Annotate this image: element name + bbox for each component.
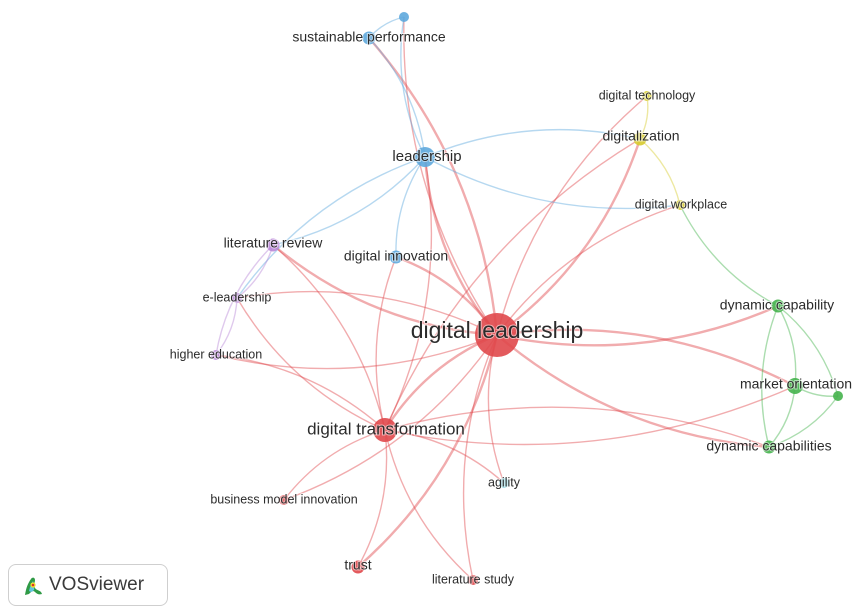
edge-digital-transformation-leadership xyxy=(384,156,433,431)
vosviewer-badge: VOSviewer xyxy=(8,564,168,606)
node-dynamic-capabilities[interactable] xyxy=(762,440,776,454)
label-dynamic-capabilities: dynamic capabilities xyxy=(706,438,831,454)
edge-digital-leadership-trust xyxy=(357,334,499,568)
edge-digital-leadership-digital-technology xyxy=(496,95,648,336)
edge-digital-transformation-literature-review xyxy=(272,244,386,431)
edge-leadership-unlabeled-blue-node xyxy=(400,16,426,158)
label-leadership: leadership xyxy=(392,148,461,165)
label-digital-technology: digital technology xyxy=(599,88,696,102)
edge-digital-transformation-dynamic-capabilities xyxy=(384,406,770,448)
node-dynamic-capability[interactable] xyxy=(771,299,785,313)
node-market-orientation[interactable] xyxy=(787,378,803,394)
label-literature-study: literature study xyxy=(432,572,515,586)
edge-digital-leadership-literature-study xyxy=(462,334,498,581)
edge-dynamic-capability-market-orientation xyxy=(777,305,797,387)
node-sustainable-performance[interactable] xyxy=(362,31,376,45)
node-unlabeled-blue-node[interactable] xyxy=(399,12,409,22)
edge-e-leadership-higher-education xyxy=(215,297,238,356)
label-dynamic-capability: dynamic capability xyxy=(720,297,834,313)
edge-leadership-e-leadership xyxy=(236,156,426,299)
edge-digital-transformation-agility xyxy=(384,429,505,484)
label-higher-education: higher education xyxy=(170,347,262,361)
edge-dynamic-capability-unlabeled-green-node xyxy=(777,305,839,397)
node-literature-study[interactable] xyxy=(468,575,478,585)
edge-digital-leadership-dynamic-capabilities xyxy=(496,334,770,449)
node-digitalization[interactable] xyxy=(633,132,647,146)
edge-digital-leadership-e-leadership xyxy=(236,290,498,336)
edge-digital-transformation-higher-education xyxy=(215,354,386,431)
edge-leadership-digital-innovation xyxy=(395,156,426,258)
edge-leadership-literature-review xyxy=(272,156,426,246)
edge-leadership-digitalization xyxy=(424,128,641,158)
edge-digital-leadership-sustainable-performance xyxy=(368,37,499,336)
node-unlabeled-green-node[interactable] xyxy=(833,391,843,401)
label-market-orientation: market orientation xyxy=(740,376,852,392)
label-trust: trust xyxy=(344,557,371,573)
node-digital-transformation[interactable] xyxy=(373,418,397,442)
node-digital-leadership[interactable] xyxy=(475,313,519,357)
edge-digital-transformation-literature-study xyxy=(384,429,474,581)
node-leadership[interactable] xyxy=(415,147,435,167)
edge-digital-leadership-literature-review xyxy=(272,244,498,337)
edge-digital-leadership-business-model-innovation xyxy=(283,334,498,501)
edge-dynamic-capabilities-unlabeled-green-node xyxy=(768,395,839,448)
label-digital-leadership: digital leadership xyxy=(411,317,584,343)
edge-leadership-digital-workplace xyxy=(424,156,681,210)
edge-digital-transformation-trust xyxy=(357,429,388,568)
edge-digital-transformation-digitalization xyxy=(384,138,641,431)
node-e-leadership[interactable] xyxy=(232,293,242,303)
label-digital-innovation: digital innovation xyxy=(344,248,448,264)
edge-digital-leadership-unlabeled-blue-node xyxy=(403,16,498,336)
edge-digital-leadership-market-orientation xyxy=(496,328,796,388)
edges-layer xyxy=(215,16,839,581)
edge-leadership-sustainable-performance xyxy=(368,37,426,158)
edge-digital-leadership-digitalization xyxy=(496,138,642,336)
label-digital-workplace: digital workplace xyxy=(635,197,727,211)
edge-digital-transformation-business-model-innovation xyxy=(283,429,386,501)
node-trust[interactable] xyxy=(351,560,365,574)
labels-layer: digital leadership digital transformation… xyxy=(169,28,853,588)
node-digital-workplace[interactable] xyxy=(675,200,685,210)
label-agility: agility xyxy=(488,475,521,489)
edge-digitalization-digital-workplace xyxy=(639,138,681,206)
node-digital-innovation[interactable] xyxy=(389,250,403,264)
vosviewer-logo-icon xyxy=(25,577,42,595)
label-business-model-innovation: business model innovation xyxy=(210,492,357,506)
vosviewer-label: VOSviewer xyxy=(49,574,145,595)
nodes-layer xyxy=(211,12,843,585)
edge-digital-transformation-digital-innovation xyxy=(375,256,397,431)
node-higher-education[interactable] xyxy=(211,350,221,360)
label-digitalization: digitalization xyxy=(602,128,679,144)
node-business-model-innovation[interactable] xyxy=(279,495,289,505)
edge-digital-transformation-e-leadership xyxy=(236,297,386,431)
edge-digital-leadership-digital-workplace xyxy=(496,204,681,336)
edge-digital-workplace-dynamic-capability xyxy=(679,204,779,307)
edge-dynamic-capability-dynamic-capabilities xyxy=(761,305,779,448)
edge-digital-leadership-leadership xyxy=(423,156,498,336)
label-literature-review: literature review xyxy=(224,235,324,251)
edge-digital-leadership-higher-education xyxy=(215,334,498,370)
label-sustainable-performance: sustainable performance xyxy=(292,29,446,45)
label-e-leadership: e-leadership xyxy=(203,290,272,304)
label-digital-transformation: digital transformation xyxy=(307,419,465,438)
node-digital-technology[interactable] xyxy=(642,91,652,101)
edge-digital-leadership-dynamic-capability xyxy=(496,304,779,347)
node-agility[interactable] xyxy=(499,478,509,488)
node-literature-review[interactable] xyxy=(266,238,280,252)
edge-digital-transformation-market-orientation xyxy=(384,385,796,446)
